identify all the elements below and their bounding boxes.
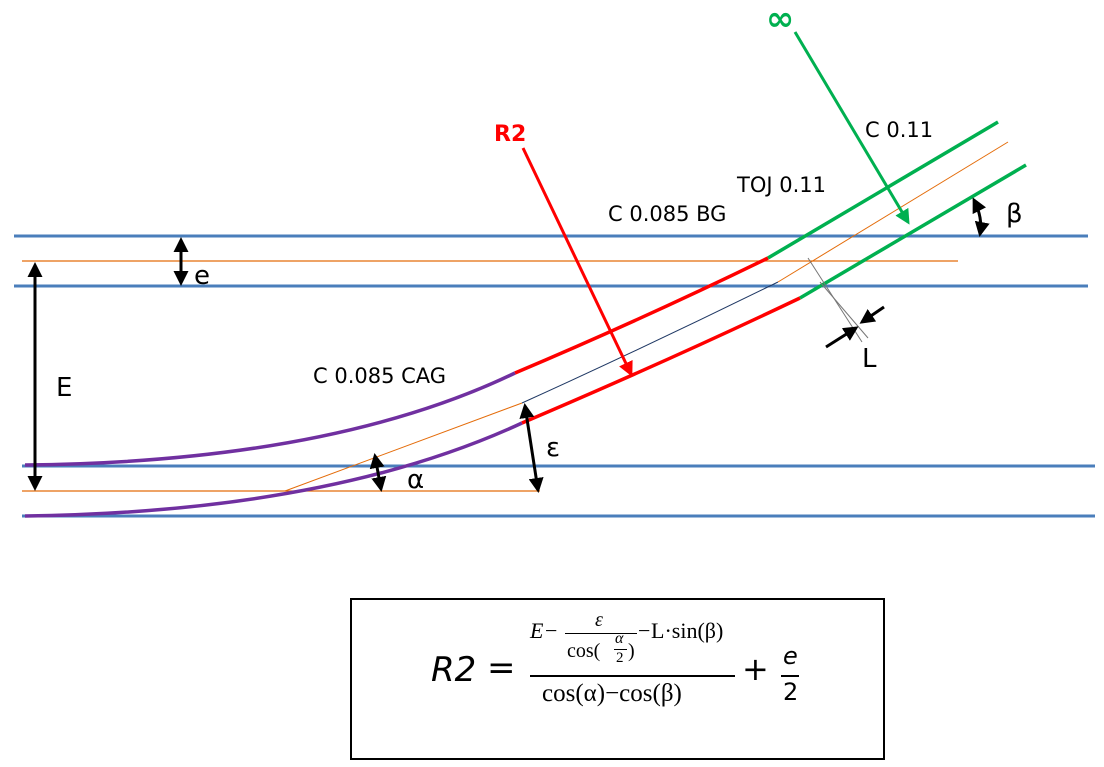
formula-equals: = [487,648,516,688]
formula-e-den: 2 [783,678,799,706]
rail-upper-purple [24,371,516,467]
rail-upper-green [767,120,999,260]
formula-denominator: cos(α)−cos(β) [542,680,682,707]
c0085cag-label: C 0.085 CAG [313,364,446,388]
c0085bg-label: C 0.085 BG [608,202,726,226]
beta-label: β [1006,199,1023,229]
formula-eps-bar [565,633,637,634]
tangent-upper [777,141,1009,283]
e-big-label: E [56,373,72,403]
rail-upper-red [514,256,769,375]
formula-num-e: E [530,618,544,643]
formula-lhs: R2 [431,650,477,690]
rail-lower-green [799,163,1027,300]
formula-plus: + [742,650,769,688]
l-guide-2 [819,281,869,339]
formula-e-num: e [783,642,798,670]
l-arrow-left [825,326,859,349]
formula-minus-1: − [545,618,558,643]
epsilon-arrow [519,403,544,493]
formula-box: R2 = E − ε cos( α 2 ) − L·sin(β) cos(α)−… [350,598,885,760]
toj011-label: TOJ 0.11 [736,173,826,197]
tangent-lower [284,402,523,492]
l-arrow-right [859,305,885,324]
r2-label: R2 [494,122,526,147]
l-label: L [862,344,877,374]
infinity-pointer-arrow [793,31,910,225]
formula-main-bar [530,675,735,677]
formula-epsilon: ε [595,609,603,631]
formula-minus-2: − [638,618,651,643]
center-arc [521,281,779,404]
formula-alpha-half-bar [614,649,627,650]
formula-cos-close: ) [628,640,635,662]
alpha-label: α [407,465,424,495]
formula-alpha-half-den: 2 [616,650,624,666]
formula-alpha-half-num: α [615,630,624,647]
c011-label: C 0.11 [865,118,933,142]
e-small-label: e [194,261,210,291]
rail-lower-purple [24,421,523,518]
formula-cos-open: cos( [567,640,601,662]
formula-e-bar [781,675,799,677]
beta-arrow [972,197,990,237]
alpha-arrow [369,453,387,492]
r2-pointer-arrow [521,147,633,377]
rail-lower-red [521,296,801,425]
epsilon-label: ε [546,433,560,463]
infinity-label: ∞ [766,0,794,39]
formula-l-sin: L·sin(β) [651,618,724,643]
